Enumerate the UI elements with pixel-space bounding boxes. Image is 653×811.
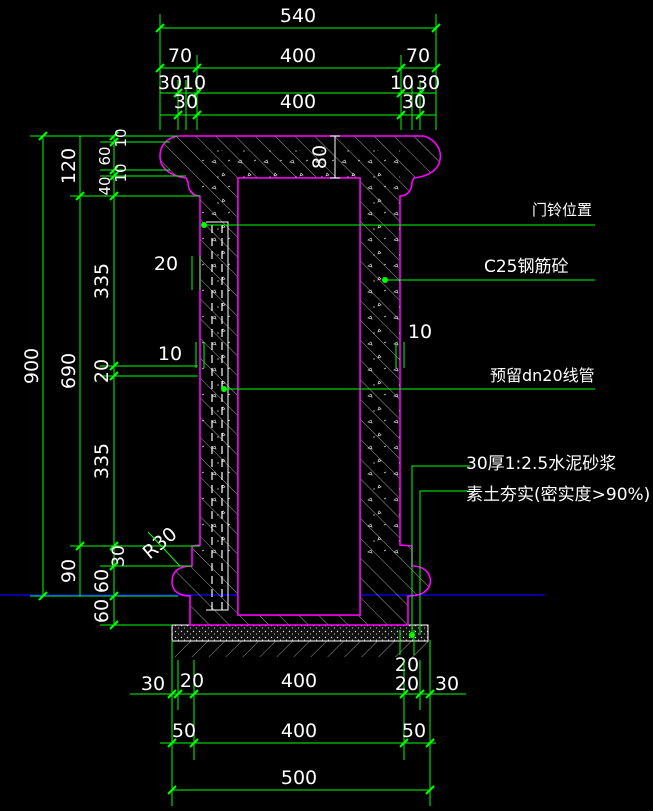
dim-radius: R30	[139, 523, 182, 564]
dim-left-overall: 900	[21, 348, 43, 384]
dim-cap-depth: 80	[309, 145, 331, 169]
dim-left-shaft: 690	[58, 353, 80, 389]
hollow-core	[237, 177, 361, 616]
compacted-soil-hatch	[175, 641, 430, 657]
dim-bottom-400-b: 400	[281, 720, 317, 742]
dim-row3-10-right: 10	[390, 72, 414, 94]
dim-bottom-30-left: 30	[141, 673, 165, 695]
dim-bottom-400-a: 400	[281, 670, 317, 692]
dim-top-middle: 400	[280, 45, 316, 67]
label-soil: 素土夯实(密实度>90%)	[466, 485, 650, 505]
callout-leaders	[204, 224, 595, 635]
dim-top-side-left: 70	[168, 45, 192, 67]
dim-footing-60: 60	[91, 599, 113, 623]
dim-lower-335: 335	[91, 443, 113, 479]
dim-cap-120: 120	[58, 148, 80, 184]
dim-bottom-20-right: 20	[395, 673, 419, 695]
dim-row3-30-right: 30	[416, 72, 440, 94]
dim-upper-335: 335	[91, 263, 113, 299]
dim-bottom-50-left: 50	[172, 720, 196, 742]
dim-top-side-right: 70	[406, 45, 430, 67]
bottom-dimension-lines	[130, 640, 466, 806]
dim-left-groove: 10	[158, 343, 182, 365]
dim-row4-30-right: 30	[402, 91, 426, 113]
dim-cap-10: 10	[112, 128, 130, 147]
left-tick-marks	[38, 131, 119, 630]
label-concrete: C25钢筋砼	[484, 257, 569, 277]
bottom-tick-marks	[167, 689, 435, 795]
label-conduit: 预留dn20线管	[490, 366, 595, 385]
dim-cap-40: 40	[96, 176, 114, 195]
label-mortar: 30厚1:2.5水泥砂浆	[466, 454, 616, 474]
dim-top-overall: 540	[280, 5, 316, 27]
top-tick-marks	[155, 23, 441, 120]
dim-row3-10-left: 10	[182, 72, 206, 94]
dim-row4-30-left: 30	[174, 91, 198, 113]
callout-dots	[201, 222, 415, 638]
dim-base-60: 60	[91, 569, 113, 593]
dim-base-90: 90	[58, 559, 80, 583]
conduit-outline	[206, 221, 229, 611]
dim-mid-20: 20	[91, 359, 113, 383]
left-dimension-lines	[30, 135, 200, 626]
dim-right-groove: 10	[408, 321, 432, 343]
dim-bottom-30-right: 30	[435, 673, 459, 695]
dim-row4-400: 400	[280, 91, 316, 113]
dim-bottom-20: 20	[395, 654, 419, 676]
inner-dim-lines	[147, 256, 415, 655]
dim-bottom-overall: 500	[281, 767, 317, 789]
dim-base-30: 30	[109, 545, 129, 567]
label-doorbell: 门铃位置	[532, 201, 592, 219]
top-dimension-lines	[159, 14, 437, 130]
dim-bottom-50-right: 50	[402, 720, 426, 742]
dim-cap-60: 60	[96, 146, 114, 165]
dim-bottom-20-left: 20	[180, 670, 204, 692]
dim-cap-10b: 10	[112, 163, 130, 182]
dim-row3-30-left: 30	[158, 72, 182, 94]
mortar-bed	[171, 624, 429, 642]
dim-left-recess: 20	[154, 253, 178, 275]
